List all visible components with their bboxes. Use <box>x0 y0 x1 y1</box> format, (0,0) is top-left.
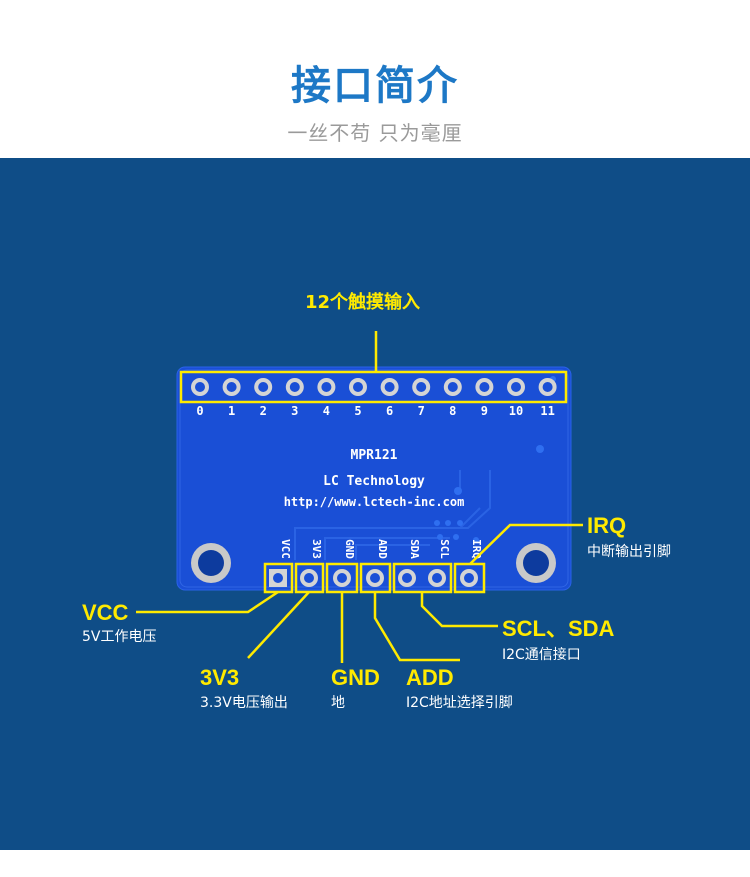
pin-label-vcc: VCC <box>279 539 292 559</box>
pin-hole-3v3 <box>304 573 314 583</box>
electrode-number-10: 10 <box>509 404 523 418</box>
add-desc: I2C地址选择引脚 <box>406 695 513 711</box>
pcb-board <box>176 366 572 591</box>
pin-label-gnd: GND <box>343 539 356 559</box>
pin-hole-sda <box>402 573 412 583</box>
electrode-hole-11 <box>542 382 553 392</box>
pin-label-add: ADD <box>376 539 389 559</box>
add-leader <box>373 592 460 662</box>
electrode-hole-6 <box>384 382 395 392</box>
electrode-pads <box>191 378 557 396</box>
electrode-number-6: 6 <box>386 404 393 418</box>
electrode-number-1: 1 <box>228 404 235 418</box>
vcc-highlight <box>263 562 294 594</box>
pin-label-sda: SDA <box>408 539 421 559</box>
page-header: 接口简介 一丝不苟 只为毫厘 <box>0 0 750 158</box>
leader-lines <box>136 331 583 663</box>
electrode-number-3: 3 <box>291 404 298 418</box>
pin-hole-scl <box>432 573 442 583</box>
electrode-hole-7 <box>416 382 427 392</box>
irq-label: IRQ <box>587 513 627 538</box>
electrode-number-0: 0 <box>196 404 203 418</box>
electrode-number-11: 11 <box>540 404 554 418</box>
silk-url: http://www.lctech-inc.com <box>284 495 465 509</box>
vcc-desc: 5V工作电压 <box>82 629 157 645</box>
electrode-hole-4 <box>321 382 332 392</box>
electrode-number-8: 8 <box>449 404 456 418</box>
irq-leader <box>469 523 583 565</box>
scl-sda-label: SCL、SDA <box>502 616 615 641</box>
irq-highlight <box>453 562 486 594</box>
vcc-label: VCC <box>82 600 129 625</box>
electrode-hole-10 <box>511 382 521 392</box>
pin-label-scl: SCL <box>438 539 451 559</box>
mounting-holes <box>191 543 556 583</box>
pin-label-3v3: 3V3 <box>310 539 323 559</box>
electrode-number-5: 5 <box>354 404 361 418</box>
pin-hole-add <box>370 573 380 583</box>
electrode-hole-9 <box>479 382 490 392</box>
electrode-hole-3 <box>289 382 300 392</box>
gnd-desc: 地 <box>331 695 345 711</box>
electrode-hole-0 <box>195 382 205 392</box>
vcc-leader <box>136 590 279 614</box>
add-label: ADD <box>406 665 454 690</box>
header-pins <box>269 569 478 587</box>
electrode-number-4: 4 <box>323 404 330 418</box>
scl-sda-leader <box>420 592 498 628</box>
electrode-hole-8 <box>447 382 458 392</box>
silk-model: MPR121 <box>351 448 398 463</box>
pcb-traces <box>294 470 491 560</box>
v3-label: 3V3 <box>200 665 240 690</box>
pin-hole-irq <box>464 573 474 583</box>
electrode-numbers: 0 1 2 3 4 5 6 7 8 9 10 11 <box>196 404 554 418</box>
silk-brand: LC Technology <box>323 474 425 489</box>
pin-hole-gnd <box>337 573 347 583</box>
touch-inputs-label: 12个触摸输入 <box>305 292 421 313</box>
electrode-hole-2 <box>258 382 269 392</box>
scl-sda-desc: I2C通信接口 <box>502 647 581 663</box>
electrode-number-9: 9 <box>481 404 488 418</box>
electrode-highlight-box <box>179 370 568 404</box>
pin-hole-vcc <box>273 573 283 583</box>
irq-desc: 中断输出引脚 <box>587 544 671 560</box>
v3-desc: 3.3V电压输出 <box>200 695 288 711</box>
page-title: 接口简介 <box>291 63 459 109</box>
page-subtitle: 一丝不苟 只为毫厘 <box>287 121 463 145</box>
footer-strip <box>0 850 750 877</box>
v3-highlight <box>294 562 325 594</box>
electrode-number-2: 2 <box>260 404 267 418</box>
electrode-hole-5 <box>353 382 363 392</box>
gnd-label: GND <box>331 665 380 690</box>
v3-leader <box>247 591 310 659</box>
electrode-number-7: 7 <box>418 404 425 418</box>
electrode-hole-1 <box>226 382 237 392</box>
